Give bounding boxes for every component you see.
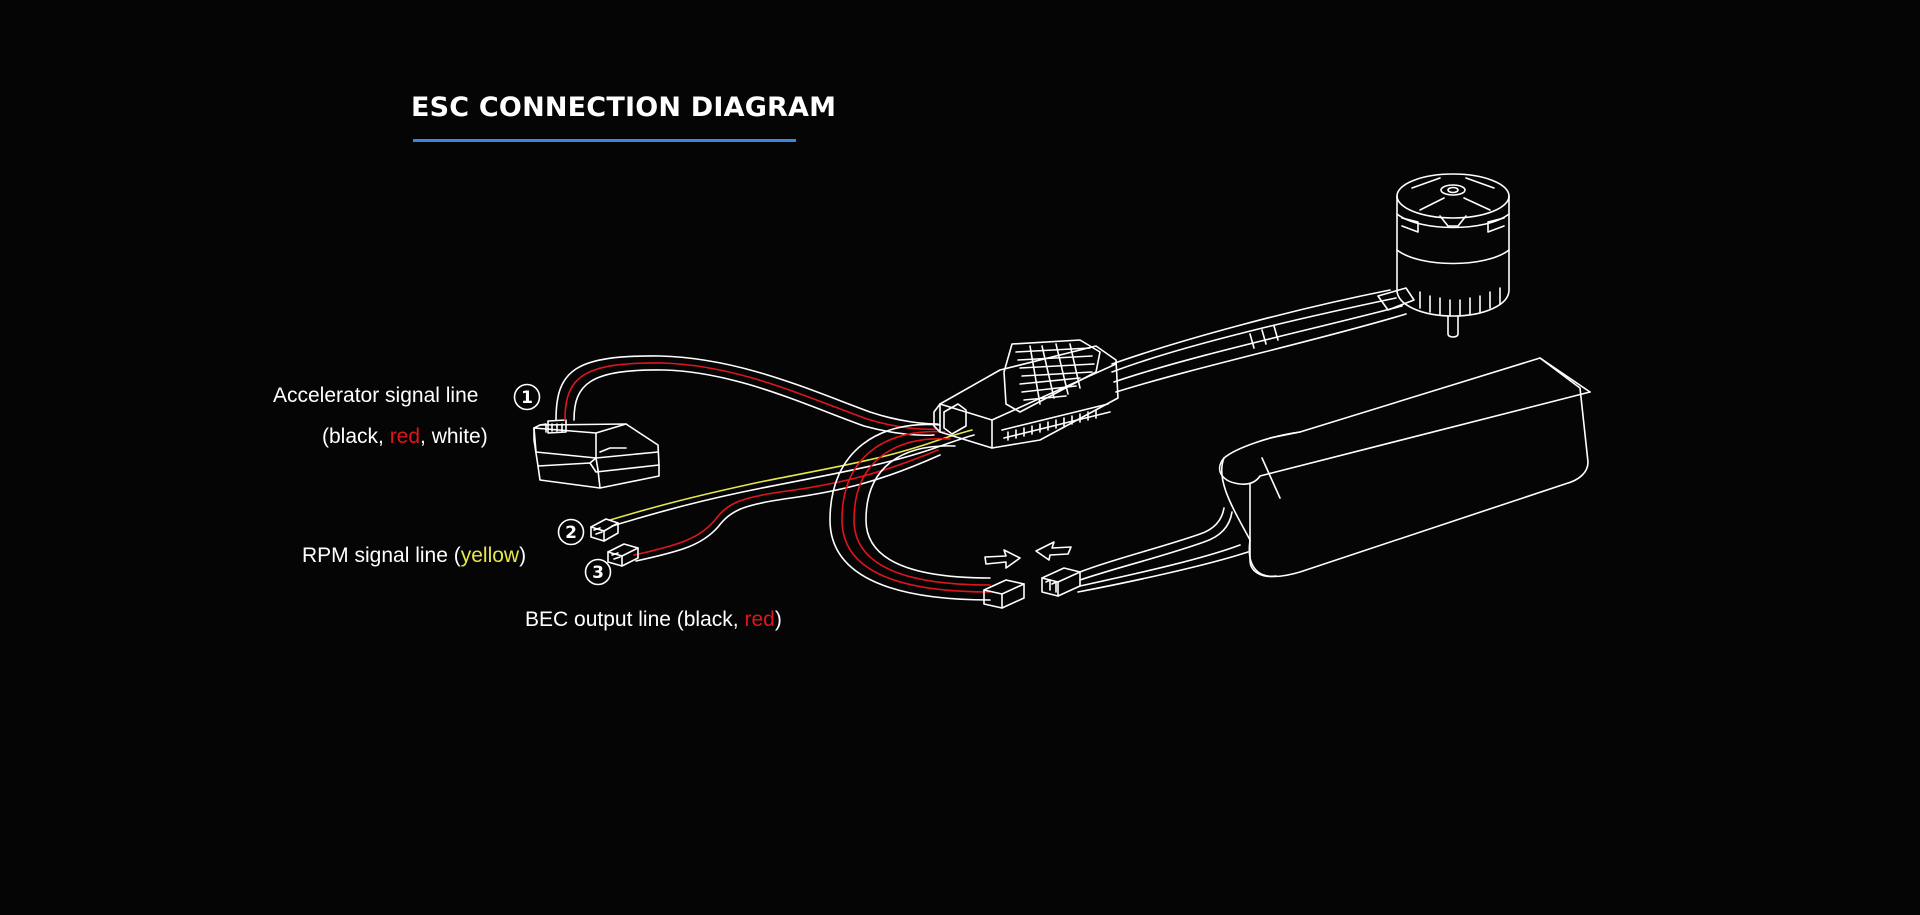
battery-leads [1077, 507, 1249, 593]
connect-arrow-right-icon [984, 549, 1021, 569]
rpm-connector-icon [590, 518, 619, 542]
motor-wires [1111, 289, 1407, 393]
rpm-label-close: ) [519, 544, 527, 567]
accelerator-cable [555, 355, 939, 437]
callout-1-number: 1 [521, 388, 533, 408]
rpm-label-yellow: yellow [460, 544, 520, 567]
bec-connector-icon [607, 543, 639, 567]
receiver-icon [533, 419, 660, 489]
accelerator-label-close: , white) [420, 425, 488, 448]
connector-plug-icon [983, 579, 1025, 609]
rpm-label: RPM signal line (yellow) [302, 544, 526, 568]
title-underline [413, 139, 796, 142]
bec-label-text: BEC output line (black, [525, 608, 745, 631]
motor-icon [1377, 173, 1510, 338]
callout-2-number: 2 [565, 523, 577, 543]
accelerator-label-line2: (black, red, white) [322, 425, 488, 449]
esc-icon [933, 339, 1119, 449]
callout-2-icon [557, 518, 585, 546]
accelerator-label-red: red [389, 425, 421, 448]
connector-socket-icon [1041, 567, 1081, 597]
rpm-label-text: RPM signal line ( [302, 544, 461, 567]
battery-icon [1218, 357, 1591, 578]
accelerator-label-open: (black, [322, 425, 390, 448]
page-title: ESC CONNECTION DIAGRAM [411, 92, 837, 123]
power-cable-loop [829, 423, 991, 601]
accelerator-label-line1: Accelerator signal line [273, 384, 479, 407]
callout-1-icon [513, 383, 541, 411]
bec-label: BEC output line (black, red) [525, 608, 782, 632]
rpm-cable [609, 429, 975, 527]
bec-cable [633, 449, 941, 562]
callout-3-icon [584, 558, 612, 586]
connect-arrow-left-icon [1035, 541, 1072, 561]
bec-label-close: ) [774, 608, 782, 631]
callout-3-number: 3 [592, 563, 604, 583]
bec-label-red: red [744, 608, 775, 631]
